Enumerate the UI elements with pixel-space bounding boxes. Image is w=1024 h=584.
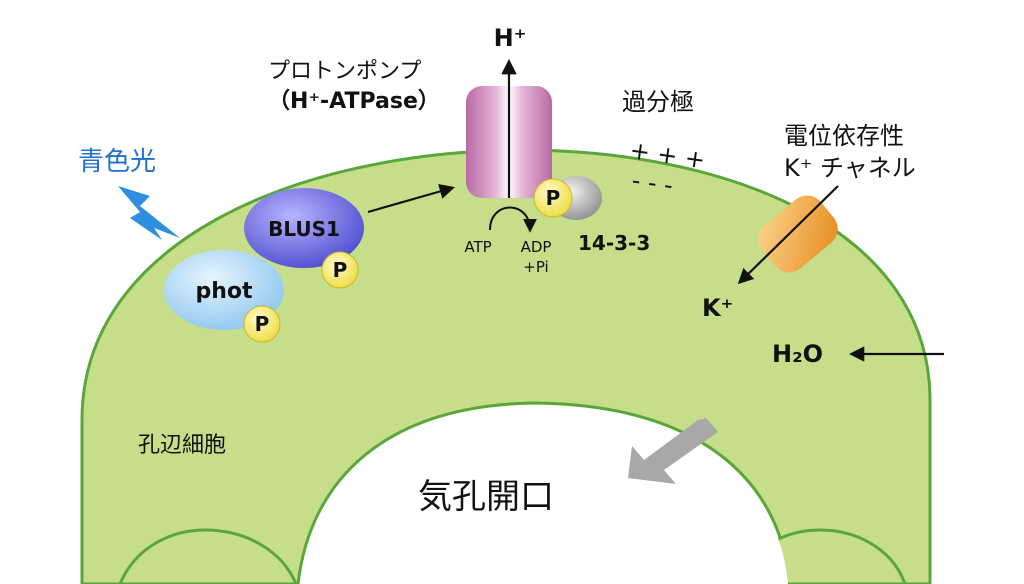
atp-label: ATP [464,238,491,256]
k-channel-line1: 電位依存性 [784,122,904,150]
opening-direction-arrow [628,418,718,484]
pump-phospho-label: P [546,186,561,210]
h-plus-label: H⁺ [494,24,527,52]
minus-signs: - - - [630,166,675,199]
pump-name-line2: （H⁺-ATPase） [268,89,440,114]
pump-name-line1: プロトンポンプ [268,59,421,84]
blus1-to-pump-arrow [367,183,455,214]
k-plus-label: K⁺ [702,294,733,322]
blus1-phospho-label: P [333,258,348,282]
k-channel-line2: K⁺ チャネル [784,154,916,182]
k-influx-arrow [737,185,839,285]
stomatal-opening-label: 気孔開口 [418,477,554,517]
phot-label: phot [195,279,253,304]
blus1-label: BLUS1 [268,217,340,241]
lightning-bolt-icon [118,186,180,240]
h2o-label: H₂O [772,340,823,368]
pump-phospho-badge [533,178,573,218]
blus1-protein [244,188,364,268]
k-channel [758,195,838,273]
adp-label: ADP [521,238,552,256]
pi-label: +Pi [523,258,548,276]
lower-lobe-left [118,528,298,584]
phot-phospho-badge [243,305,281,343]
phot-phospho-label: P [255,312,270,336]
blus1-phospho-badge [321,251,359,289]
atp-hydrolysis-arrow [489,206,537,233]
guard-cell-label: 孔辺細胞 [138,433,226,458]
hyperpolarization-label: 過分極 [622,88,694,116]
blue-light-label: 青色光 [78,147,156,177]
protein-14-3-3-label: 14-3-3 [578,231,650,255]
